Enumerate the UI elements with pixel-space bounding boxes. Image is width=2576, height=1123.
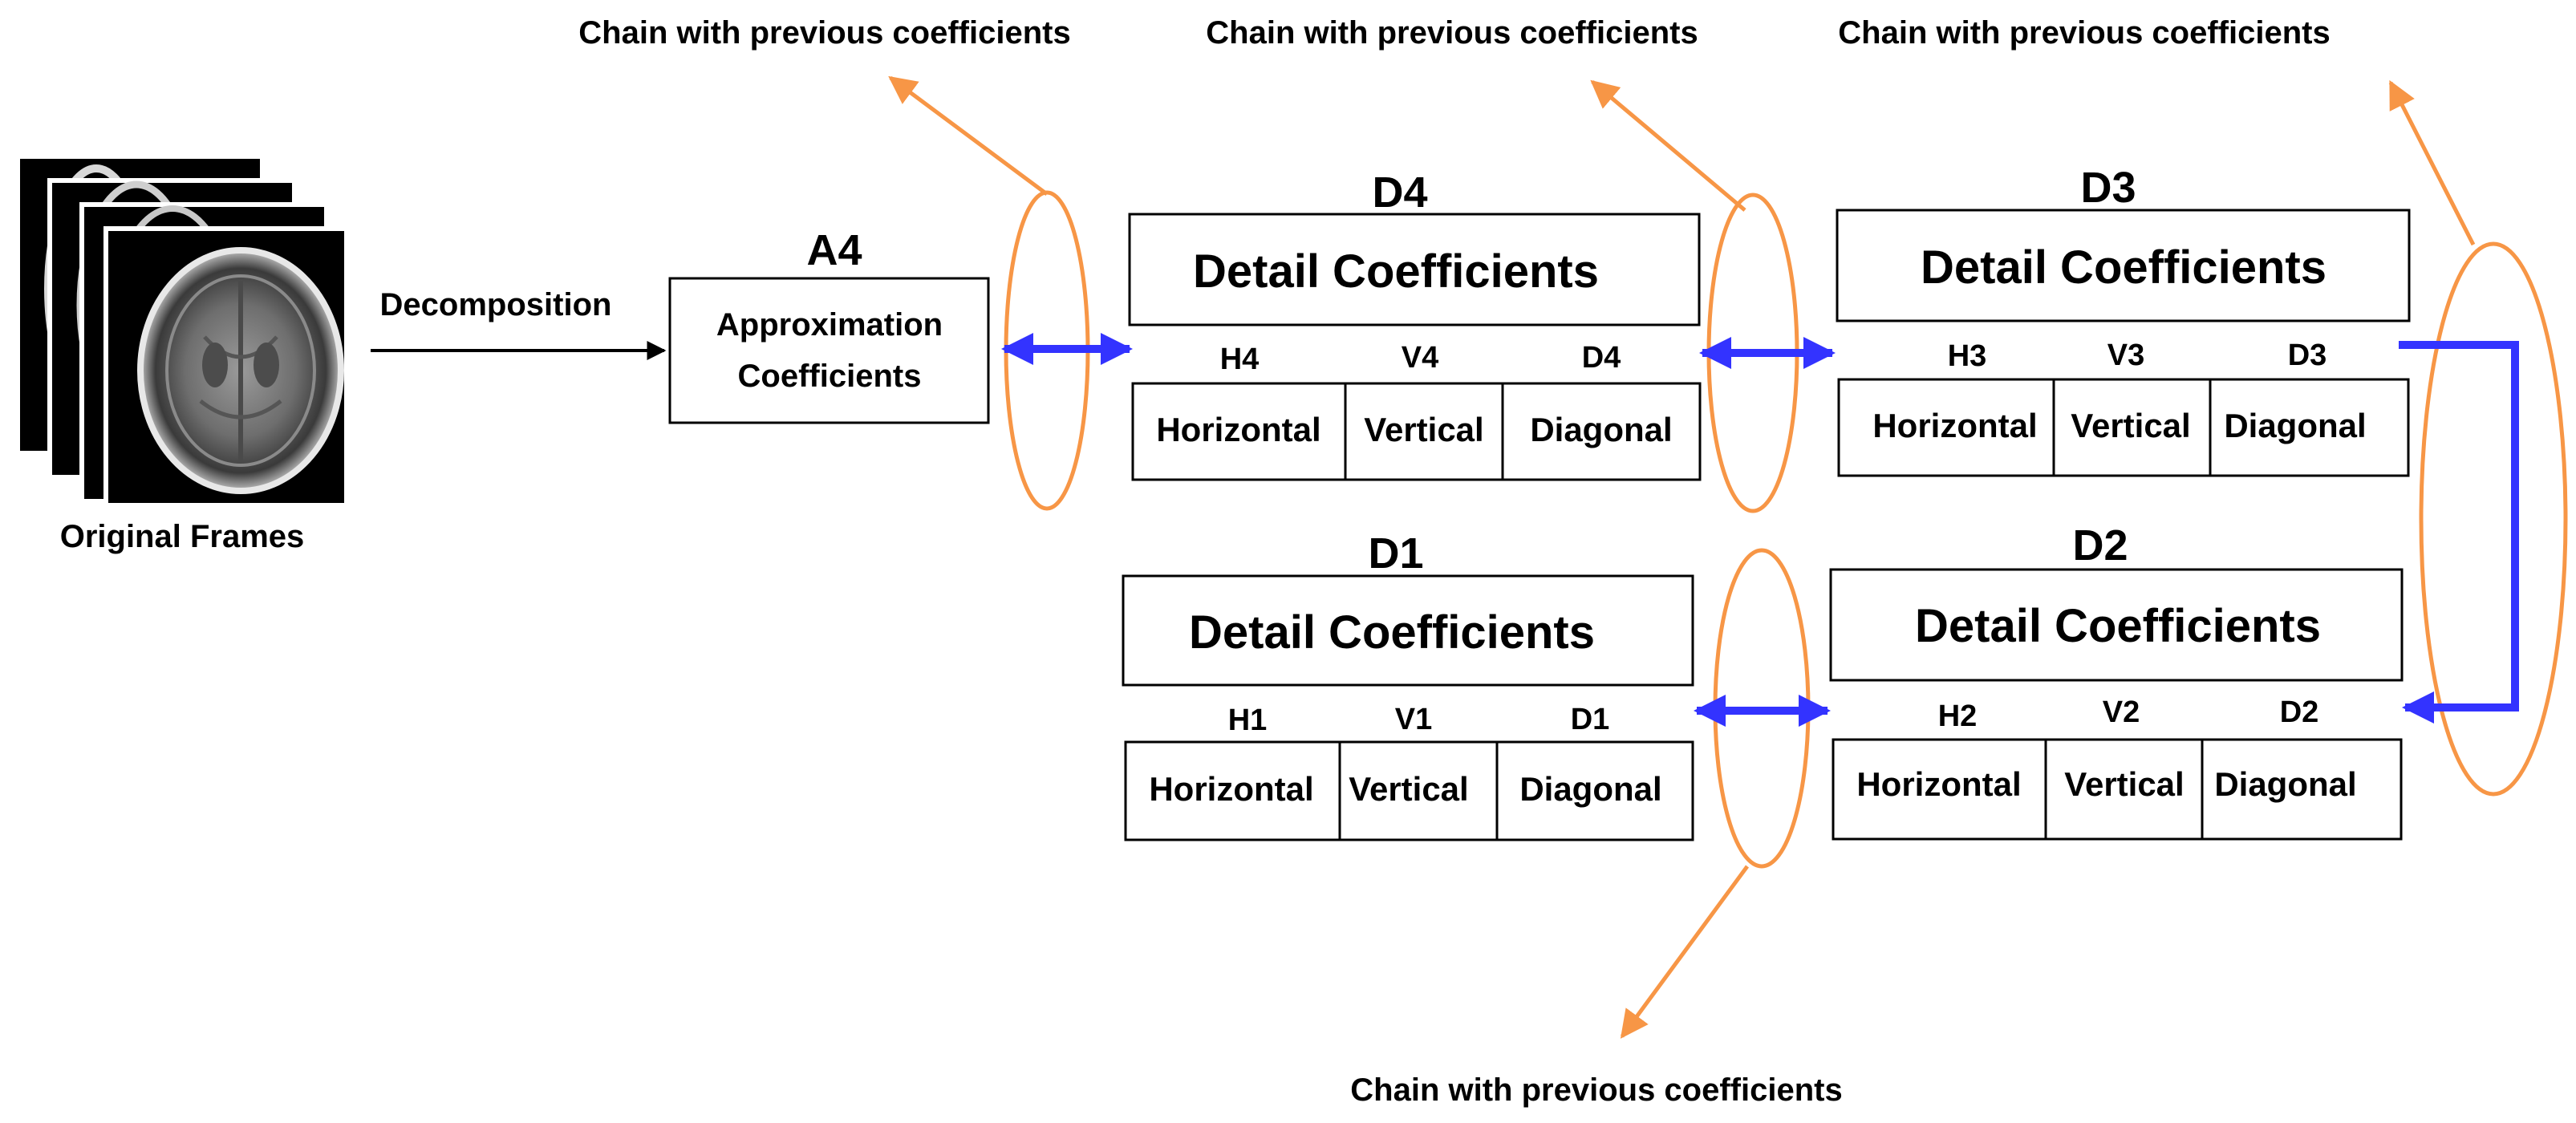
d4-detail-box xyxy=(1128,213,1701,326)
d3-detail-box xyxy=(1836,209,2411,322)
d2-band-vertical: Vertical xyxy=(2064,765,2184,803)
d1-band-horizontal: Horizontal xyxy=(1149,770,1313,808)
d2-band-code-h: H2 xyxy=(1938,699,1978,733)
d2-band-horizontal: Horizontal xyxy=(1856,765,2021,803)
chain-arrow-2 xyxy=(1590,79,1746,212)
approximation-coefficients-box xyxy=(668,277,990,424)
d1-title: D1 xyxy=(1368,529,1423,578)
d1-band-code-h: H1 xyxy=(1228,703,1268,737)
d3-band-diagonal: Diagonal xyxy=(2224,407,2366,444)
d3-band-code-d: D3 xyxy=(2288,339,2327,372)
d3-band-code-h: H3 xyxy=(1948,339,1987,373)
d1-band-code-v: V1 xyxy=(1395,703,1432,736)
d4-detail-label: Detail Coefficients xyxy=(1193,245,1599,298)
d3-band-vertical: Vertical xyxy=(2071,407,2190,444)
d1-bands-box xyxy=(1124,740,1694,841)
chain-label-3: Chain with previous coefficients xyxy=(1838,15,2330,51)
level-d4: D4 Detail Coefficients H4 V4 D4 Horizont… xyxy=(1128,168,1702,481)
d2-band-code-v: V2 xyxy=(2103,695,2140,729)
d4-band-code-v: V4 xyxy=(1402,341,1438,375)
chain-label-1: Chain with previous coefficients xyxy=(578,15,1070,51)
a4-title: A4 xyxy=(806,226,862,274)
link-arrow-d3-d2 xyxy=(2399,341,2519,724)
level-d1: D1 Detail Coefficients H1 V1 D1 Horizont… xyxy=(1122,529,1694,841)
chain-ellipse-d3-d2 xyxy=(2419,241,2568,797)
d1-detail-label: Detail Coefficients xyxy=(1189,606,1595,659)
chain-label-2: Chain with previous coefficients xyxy=(1206,15,1698,51)
original-frames-image xyxy=(15,154,349,508)
d2-detail-box xyxy=(1829,568,2404,682)
d2-band-diagonal: Diagonal xyxy=(2214,765,2356,803)
d4-title: D4 xyxy=(1372,168,1427,217)
d3-detail-label: Detail Coefficients xyxy=(1921,241,2327,294)
approximation-label-line2: Coefficients xyxy=(738,359,922,394)
chain-arrow-1 xyxy=(888,75,1049,197)
d4-band-vertical: Vertical xyxy=(1364,411,1483,448)
chain-arrow-4 xyxy=(1620,865,1750,1039)
decomposition-label: Decomposition xyxy=(380,287,612,322)
d2-band-code-d: D2 xyxy=(2280,695,2319,729)
level-d2: D2 Detail Coefficients H2 V2 D2 Horizont… xyxy=(1829,521,2404,841)
d4-band-code-h: H4 xyxy=(1220,343,1260,376)
original-frames-caption: Original Frames xyxy=(60,519,305,554)
d3-title: D3 xyxy=(2080,164,2136,212)
chain-arrow-3 xyxy=(2388,79,2476,246)
d4-band-diagonal: Diagonal xyxy=(1530,411,1672,448)
chain-label-4: Chain with previous coefficients xyxy=(1350,1072,1842,1108)
d4-bands-box xyxy=(1131,382,1702,481)
d2-title: D2 xyxy=(2072,521,2128,570)
d1-detail-box xyxy=(1122,574,1694,687)
d2-detail-label: Detail Coefficients xyxy=(1915,600,2321,652)
d2-bands-box xyxy=(1832,738,2403,841)
d3-band-horizontal: Horizontal xyxy=(1872,407,2037,444)
approximation-label-line1: Approximation xyxy=(716,307,943,343)
level-d3: D3 Detail Coefficients H3 V3 D3 Horizont… xyxy=(1836,164,2411,477)
d1-band-diagonal: Diagonal xyxy=(1519,770,1661,808)
d4-band-horizontal: Horizontal xyxy=(1156,411,1320,448)
d3-band-code-v: V3 xyxy=(2107,339,2144,372)
d1-band-code-d: D1 xyxy=(1571,703,1610,736)
d1-band-vertical: Vertical xyxy=(1349,770,1468,808)
d4-band-code-d: D4 xyxy=(1582,341,1621,375)
d3-bands-box xyxy=(1837,378,2410,477)
